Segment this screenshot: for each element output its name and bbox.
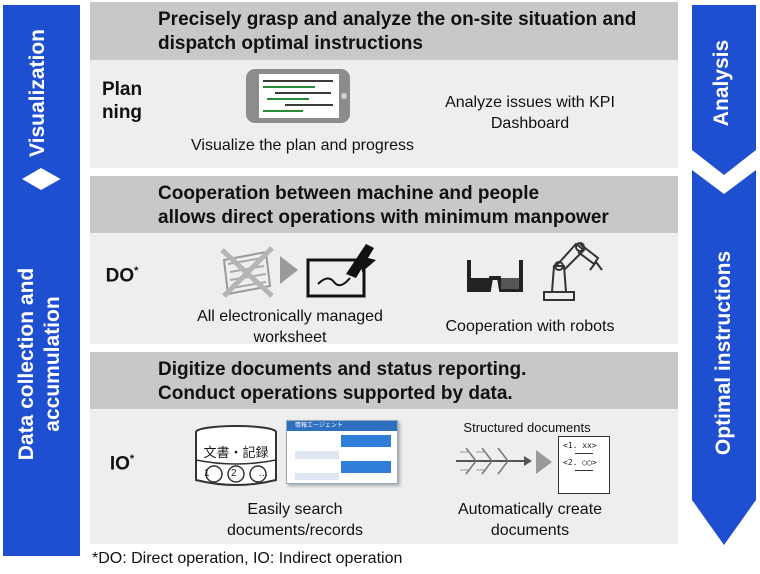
io-header (90, 352, 678, 409)
planning-caption-right: Analyze issues with KPI Dashboard (445, 94, 615, 132)
analysis-arrow (692, 5, 756, 545)
planning-header (90, 2, 678, 60)
optimal-instructions-label: Optimal instructions (712, 250, 735, 456)
right-arrow-icon (280, 256, 298, 284)
io-label: IO* (109, 453, 135, 475)
robot-arm-icon (543, 242, 603, 301)
data-collection-line2: accumulation (41, 296, 64, 432)
database-icon (195, 425, 277, 486)
right-arrow-icon (536, 450, 552, 474)
do-caption-left: All electronically managed worksheet (197, 308, 383, 346)
planning-heading: Precisely grasp and analyze the on-site … (158, 9, 637, 54)
structured-documents-label: Structured documents (463, 420, 591, 435)
tablet-icon (246, 69, 350, 123)
database-text: 文書・記録 (203, 446, 269, 461)
do-panel: Cooperation between machine and people a… (90, 176, 678, 346)
search-app-titlebar: 情報エージェント (287, 421, 397, 431)
db-item-3: … (258, 468, 269, 479)
visualization-arrow (3, 5, 80, 556)
search-app-screenshot: 情報エージェント (286, 420, 398, 484)
chat-bubble (341, 435, 391, 447)
db-item-2: 2 (231, 468, 237, 479)
paper-stack-crossed-icon (220, 246, 274, 298)
doc-rule (575, 470, 593, 471)
do-label: DO* (105, 265, 139, 287)
planning-panel: Precisely grasp and analyze the on-site … (90, 2, 678, 168)
data-collection-label: Data collection and accumulation (14, 194, 66, 534)
do-header (90, 176, 678, 233)
planning-caption-left: Visualize the plan and progress (191, 137, 414, 154)
do-caption-right: Cooperation with robots (445, 318, 615, 335)
database-items: 1 2 … (193, 468, 279, 479)
analysis-label: Analysis (710, 39, 733, 127)
doc-line-1: <1. xx> (563, 441, 597, 450)
io-panel: Digitize documents and status reporting.… (90, 352, 678, 544)
visualization-label: Visualization (26, 29, 49, 157)
footnote: *DO: Direct operation, IO: Indirect oper… (92, 550, 403, 567)
io-caption-right: Automatically create documents (457, 501, 603, 539)
chat-bubble (295, 473, 339, 480)
doc-line-2: <2. ○○> (563, 458, 597, 467)
chat-bubble (341, 461, 391, 473)
tablet-signature-icon (306, 244, 376, 298)
generated-document-icon: <1. xx> <2. ○○> (558, 436, 610, 494)
io-caption-left: Easily search documents/records (226, 501, 364, 539)
chat-bubble (295, 451, 339, 459)
smart-glasses-icon (467, 260, 523, 292)
io-heading: Digitize documents and status reporting.… (158, 359, 527, 404)
fishbone-diagram-icon (456, 447, 532, 475)
data-collection-line1: Data collection and (15, 267, 38, 461)
doc-rule (575, 453, 593, 454)
do-heading: Cooperation between machine and people a… (158, 183, 609, 228)
planning-label: Plan ning (101, 79, 143, 123)
db-item-1: 1 (203, 468, 210, 479)
